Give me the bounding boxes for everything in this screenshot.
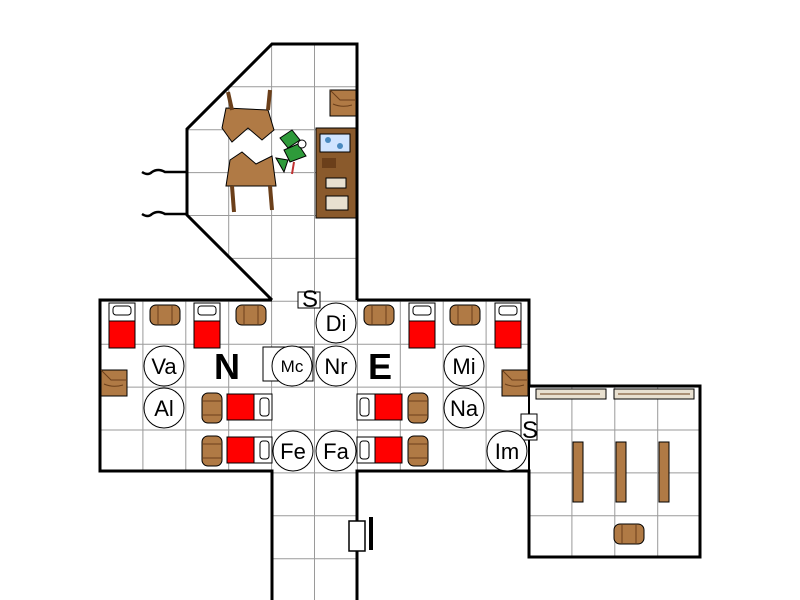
crate [100, 369, 128, 397]
door[interactable] [348, 517, 373, 552]
room-label-east: E [368, 346, 392, 387]
upper-room-furniture [221, 89, 357, 219]
bed [356, 436, 403, 464]
bed [494, 302, 522, 349]
bed [356, 393, 403, 421]
character-tokens[interactable]: Di Va Mc Nr Mi Al Na Fe Fa Im [143, 302, 528, 472]
secret-door-east[interactable]: S [520, 413, 538, 444]
secret-door-north[interactable]: S [297, 286, 321, 313]
east-room-furniture [535, 388, 695, 503]
token-im[interactable]: Im [486, 430, 528, 472]
bed [193, 302, 221, 349]
token-al[interactable]: Al [143, 387, 185, 429]
crate [329, 89, 357, 117]
barrel [449, 304, 481, 326]
token-label: Mc [281, 357, 304, 376]
token-label: Fe [280, 439, 306, 464]
barrel [235, 304, 267, 326]
token-na[interactable]: Na [443, 387, 485, 429]
token-di[interactable]: Di [315, 302, 357, 344]
grid-south [272, 471, 357, 600]
secret-door-label: S [302, 286, 318, 313]
secret-door-label: S [522, 417, 538, 444]
bed [226, 436, 273, 464]
token-label: Di [326, 311, 347, 336]
benches [572, 441, 670, 503]
token-label: Va [151, 354, 177, 379]
barrel [407, 392, 429, 424]
plant-creature [275, 129, 307, 175]
token-label: Na [450, 396, 479, 421]
token-label: Al [154, 396, 174, 421]
room-label-north: N [214, 346, 240, 387]
token-label: Fa [323, 439, 349, 464]
barrel [201, 435, 223, 467]
barrel [201, 392, 223, 424]
barrel [613, 523, 645, 545]
bed [108, 302, 136, 349]
token-va[interactable]: Va [143, 345, 185, 387]
token-label: Nr [324, 354, 347, 379]
walls [98, 42, 702, 600]
bookshelf [315, 127, 357, 219]
wall-racks [535, 388, 695, 400]
token-fe[interactable]: Fe [272, 430, 314, 472]
token-label: Im [495, 439, 519, 464]
broken-table [221, 89, 277, 213]
crate [501, 369, 529, 397]
token-mc[interactable]: Mc [271, 345, 313, 387]
bed [408, 302, 436, 349]
token-label: Mi [452, 354, 475, 379]
wall-openings [141, 168, 187, 218]
token-nr[interactable]: Nr [315, 345, 357, 387]
token-fa[interactable]: Fa [315, 430, 357, 472]
barrel [149, 304, 181, 326]
barrel [407, 435, 429, 467]
bed [226, 393, 273, 421]
token-mi[interactable]: Mi [443, 345, 485, 387]
barrel [363, 304, 395, 326]
